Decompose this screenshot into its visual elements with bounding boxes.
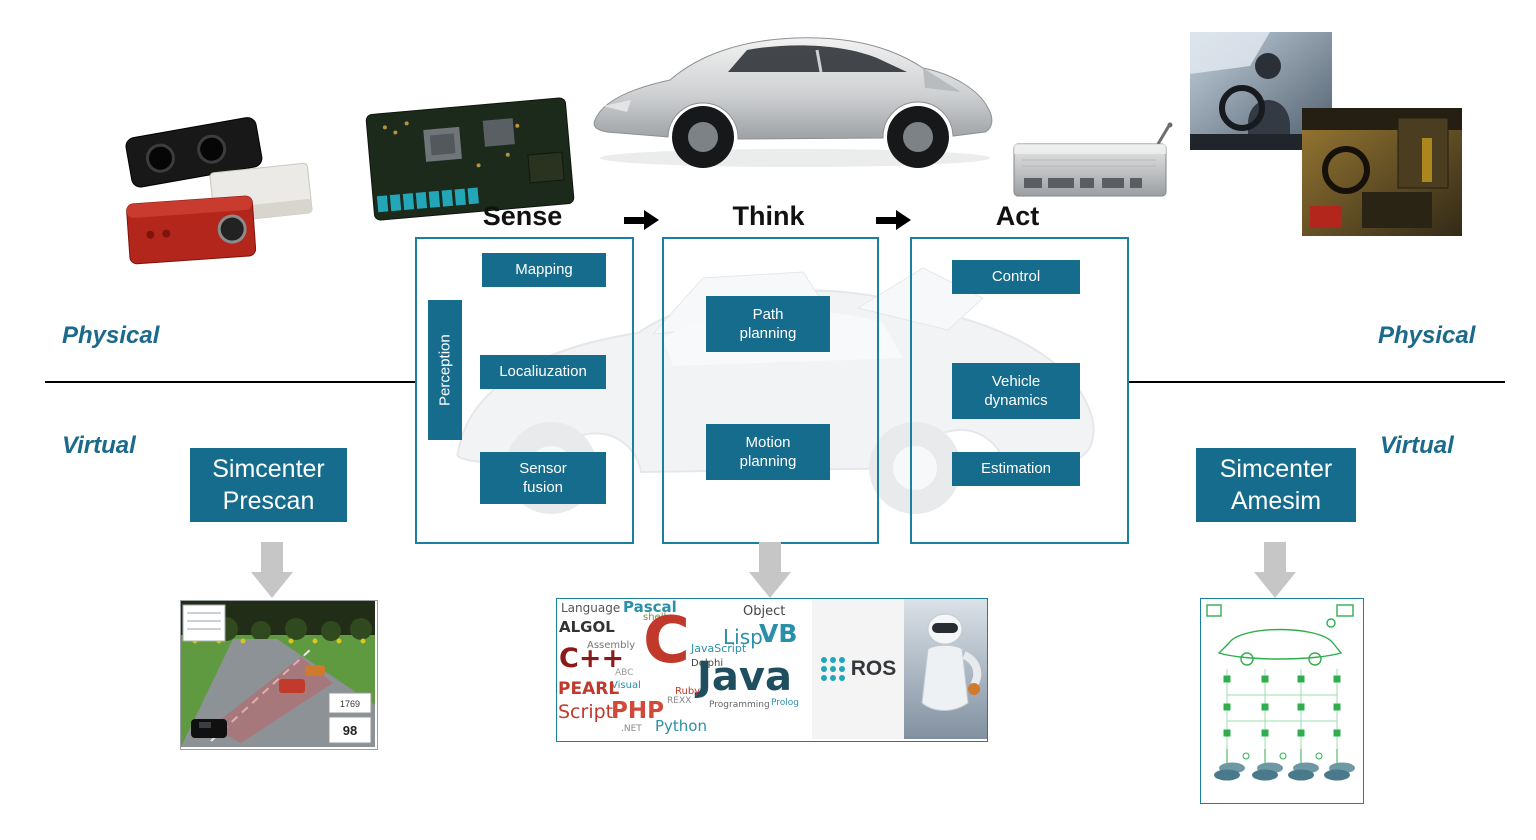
amesim-schematic-image (1200, 598, 1364, 804)
word-dotnet: .NET (621, 724, 642, 734)
divider-line-left (45, 381, 416, 383)
driving-sim-icon: 1769 98 (181, 601, 375, 747)
localization-chip: Localiuzation (480, 355, 606, 389)
ros-label: ROS (850, 657, 897, 680)
ros-logo-area: ROS (812, 599, 904, 739)
control-unit-icon (1013, 122, 1173, 197)
arrow-head-icon (896, 210, 911, 230)
motion-planning-chip: Motion planning (706, 424, 830, 480)
vehicle-image (585, 8, 1005, 173)
path-planning-chip: Path planning (706, 296, 830, 352)
act-box (910, 237, 1129, 544)
think-heading: Think (732, 201, 805, 231)
software-down-arrow (749, 542, 791, 598)
robot-image (904, 599, 987, 739)
word-language: Language (561, 601, 621, 615)
word-abc: ABC (615, 668, 634, 678)
word-php: PHP (611, 698, 664, 724)
word-rexx: REXX (667, 696, 692, 706)
word-javascript: JavaScript (691, 642, 747, 655)
arrow-head-icon (1254, 572, 1296, 598)
arrow-shaft (1264, 542, 1286, 572)
sensor-hardware-image (120, 108, 320, 268)
act-heading: Act (995, 201, 1040, 231)
estimation-chip: Estimation (952, 452, 1080, 486)
word-programming: Programming (709, 700, 770, 710)
virtual-label-left: Virtual (62, 432, 136, 459)
word-prolog: Prolog (771, 698, 799, 708)
word-object: Object (743, 604, 786, 619)
arrow-shaft (624, 216, 644, 224)
arrow-head-icon (251, 572, 293, 598)
simcenter-prescan-box: Simcenter Prescan (190, 448, 347, 522)
sense-to-think-arrow (624, 210, 659, 230)
word-algol: ALGOL (559, 618, 615, 636)
ecu-hardware-image (1012, 122, 1182, 206)
control-chip: Control (952, 260, 1080, 294)
sim-reading-value: 1769 (340, 699, 360, 709)
vehicle-dynamics-chip: Vehicle dynamics (952, 363, 1080, 419)
amesim-label-line2: Amesim (1230, 487, 1322, 515)
compute-board-image (363, 91, 578, 226)
word-python: Python (655, 717, 707, 735)
word-assembly: Assembly (587, 640, 636, 651)
arrow-head-icon (644, 210, 659, 230)
humanoid-robot-icon (904, 599, 987, 739)
test-rig-icon (1302, 108, 1462, 236)
sense-box (415, 237, 634, 544)
word-ruby: Ruby (675, 686, 701, 697)
word-script: Script (558, 701, 614, 723)
mapping-chip: Mapping (482, 253, 606, 287)
word-java: Java (697, 654, 792, 700)
vehicle-model-schematic-icon (1206, 604, 1355, 781)
physical-label-right: Physical (1378, 322, 1476, 349)
silver-car-icon (593, 37, 993, 168)
arrow-head-icon (749, 572, 791, 598)
word-lisp: Lisp (723, 625, 763, 649)
virtual-label-right: Virtual (1380, 432, 1454, 459)
arrow-shaft (261, 542, 283, 572)
driver-test-photo-2 (1302, 108, 1462, 236)
arrow-shaft (876, 216, 896, 224)
arrow-shaft (759, 542, 781, 572)
word-c: C (643, 604, 690, 678)
simcenter-amesim-box: Simcenter Amesim (1196, 448, 1356, 522)
think-to-act-arrow (876, 210, 911, 230)
perception-chip: Perception (428, 300, 462, 440)
word-vb: VB (759, 619, 798, 648)
software-stack-image: Language Pascal ALGOL Assembly shell C++… (556, 598, 988, 742)
think-box (662, 237, 879, 544)
word-cpp: C++ (559, 643, 625, 674)
circuit-board-icon (365, 97, 575, 221)
prescan-simulation-image: 1769 98 (180, 600, 378, 750)
word-visual: Visual (611, 680, 641, 691)
language-word-cloud: Language Pascal ALGOL Assembly shell C++… (557, 599, 812, 739)
ros-dots-icon (820, 657, 845, 681)
prescan-label-line1: Simcenter (212, 454, 325, 483)
sensor-fusion-chip: Sensor fusion (480, 452, 606, 504)
prescan-down-arrow (251, 542, 293, 598)
sim-speed-value: 98 (343, 723, 357, 738)
amesim-label-line1: Simcenter (1219, 454, 1333, 483)
word-pearl: PEARL (558, 679, 620, 699)
sense-heading: Sense (482, 201, 563, 231)
word-delphi: Delphi (691, 658, 724, 669)
camera-lidar-icon (125, 117, 313, 265)
prescan-label-line2: Prescan (222, 487, 315, 515)
physical-label-left: Physical (62, 322, 160, 349)
word-shell: shell (643, 612, 667, 623)
word-pascal: Pascal (623, 598, 677, 616)
amesim-down-arrow (1254, 542, 1296, 598)
divider-line-right (1127, 381, 1505, 383)
